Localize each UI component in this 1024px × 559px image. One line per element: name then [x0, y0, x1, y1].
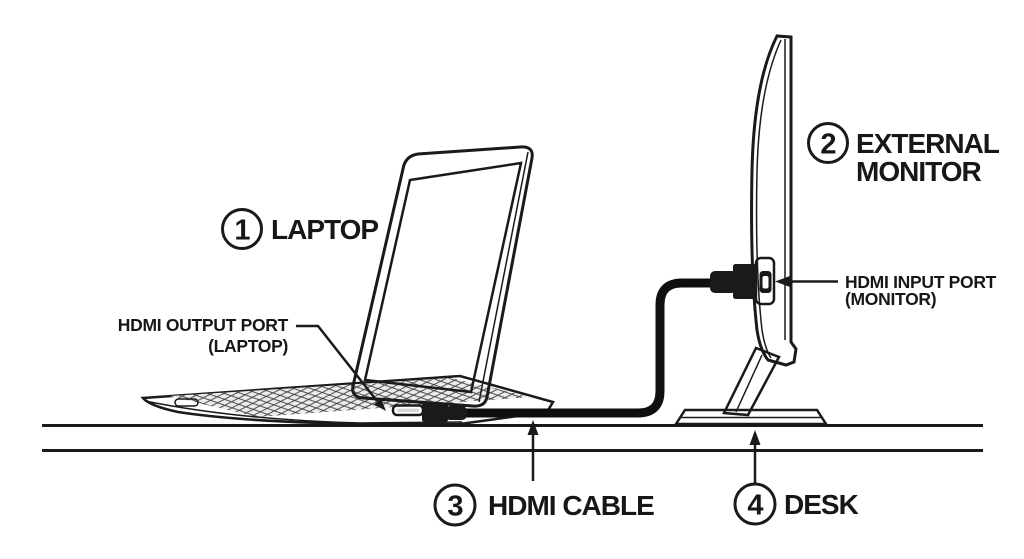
callout-4-label: DESK: [784, 489, 859, 520]
callout-1-circle: [221, 208, 263, 250]
callout-4-circle: [733, 482, 777, 526]
monitor-port-leader-arrowhead: [775, 276, 790, 287]
laptop-port-label-line1: HDMI OUTPUT PORT: [118, 315, 289, 335]
callout-4-arrowhead: [749, 430, 761, 445]
monitor-stand-arm: [722, 346, 781, 417]
laptop-notch: [174, 398, 199, 407]
desk-surface: [42, 424, 983, 452]
monitor-stand-base: [673, 408, 829, 426]
callout-3-arrowhead: [527, 420, 539, 435]
callout-2-number: 2: [820, 129, 835, 161]
hdmi-plug-monitor: [733, 264, 757, 299]
hdmi-cable: [422, 278, 719, 422]
callout-external-monitor: 2 EXTERNAL MONITOR: [807, 122, 1001, 187]
laptop-front-edge: [144, 400, 463, 424]
label-hdmi-input-port: HDMI INPUT PORT (MONITOR): [775, 272, 997, 309]
monitor-port-label-line1: HDMI INPUT PORT: [845, 272, 997, 292]
laptop-port-leader-line: [296, 324, 378, 402]
laptop-port-label-line2: (LAPTOP): [208, 336, 288, 356]
callout-4-number: 4: [747, 490, 763, 522]
callout-2-label-line1: EXTERNAL: [856, 128, 1000, 159]
laptop-port-leader-arrowhead: [374, 398, 386, 411]
monitor-panel-seam: [755, 39, 782, 359]
callout-desk: 4 DESK: [733, 430, 860, 526]
callout-3-circle: [433, 483, 477, 527]
monitor-stand-arm-line: [735, 354, 763, 413]
monitor-hdmi-receptacle-inner: [762, 276, 769, 289]
laptop-base: [140, 374, 555, 426]
hdmi-plug-laptop: [422, 403, 448, 422]
callout-2-label-line2: MONITOR: [856, 156, 981, 187]
hdmi-plug-monitor-boot: [710, 271, 737, 293]
hdmi-plug-laptop-boot: [445, 406, 467, 420]
callout-1-number: 1: [234, 215, 250, 247]
laptop-screen: [363, 161, 523, 394]
label-hdmi-output-port: HDMI OUTPUT PORT (LAPTOP): [118, 315, 386, 411]
callout-3-label: HDMI CABLE: [488, 490, 654, 521]
callout-laptop: 1 LAPTOP: [221, 208, 379, 250]
callout-hdmi-cable: 3 HDMI CABLE: [433, 420, 655, 527]
laptop-lid: [351, 145, 534, 408]
callout-3-number: 3: [447, 491, 463, 523]
laptop-lid-edge: [478, 151, 529, 403]
callout-1-label: LAPTOP: [271, 214, 378, 245]
callout-2-circle: [807, 122, 849, 164]
laptop-hdmi-port-inner: [397, 408, 419, 412]
monitor-port-label-line2: (MONITOR): [845, 289, 936, 309]
monitor-illustration: [673, 34, 829, 426]
laptop-illustration: [140, 145, 555, 426]
hdmi-cable-line: [455, 278, 719, 418]
